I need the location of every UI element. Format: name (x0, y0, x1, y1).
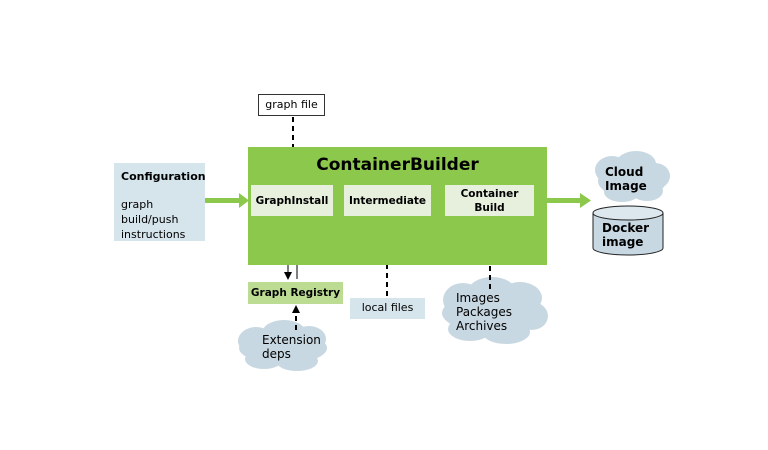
graph-file-box: graph file (258, 94, 325, 116)
container-build-stage: Container Build (445, 185, 534, 216)
graph-registry-box: Graph Registry (248, 282, 343, 304)
docker-image-line: Docker (602, 221, 650, 235)
configuration-line: build/push (121, 213, 179, 226)
intermediate-stage: Intermediate (344, 185, 431, 216)
config-to-builder-arrow (192, 193, 249, 208)
container-build-label-line: Container (460, 187, 519, 200)
sources-line: Images (456, 291, 500, 305)
configuration-line: graph (121, 198, 154, 211)
extension-deps-line: deps (262, 347, 291, 361)
docker-image-label: Docker image (602, 221, 649, 249)
local-files-box: local files (350, 298, 425, 319)
docker-image-line: image (602, 235, 644, 249)
graph-install-stage: GraphInstall (251, 185, 333, 216)
extension-deps-line: Extension (262, 333, 321, 347)
cloud-image-line: Image (605, 179, 647, 193)
extension-deps-cloud (238, 320, 327, 371)
cloud-image-cloud (595, 151, 670, 202)
extension-deps-label: Extension deps (262, 333, 321, 361)
sources-label: Images Packages Archives (456, 291, 512, 333)
sources-cloud (442, 277, 548, 344)
container-build-label-line: Build (474, 201, 505, 214)
container-builder-title: ContainerBuilder (316, 155, 479, 175)
cloud-image-label: Cloud Image (605, 165, 647, 193)
container-builder-box: ContainerBuilder GraphInstall Intermedia… (248, 147, 547, 265)
builder-to-outputs-arrow (547, 193, 591, 208)
configuration-line: instructions (121, 228, 186, 241)
sources-line: Packages (456, 305, 512, 319)
sources-line: Archives (456, 319, 508, 333)
configuration-box: Configuration graph build/push instructi… (114, 163, 206, 241)
configuration-title: Configuration (121, 170, 206, 183)
cloud-image-line: Cloud (605, 165, 644, 179)
docker-image-cylinder (592, 205, 664, 256)
